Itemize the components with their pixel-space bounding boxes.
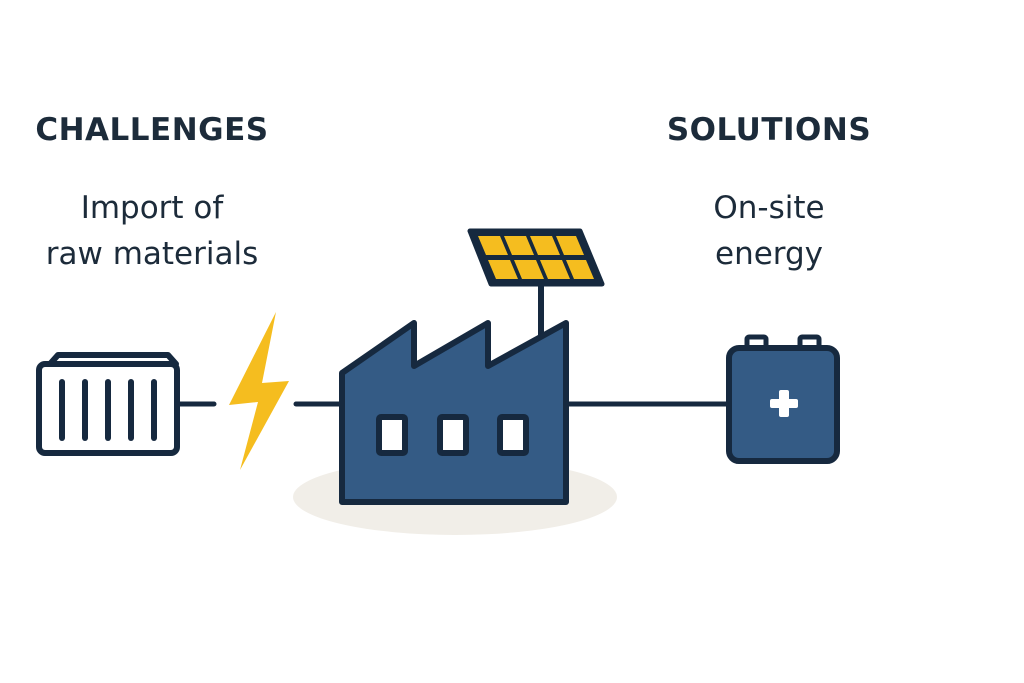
challenges-heading: CHALLENGES	[35, 112, 269, 148]
challenges-description: Import of raw materials	[46, 185, 259, 277]
factory-icon	[339, 320, 569, 505]
factory-window	[376, 414, 408, 456]
plus-icon	[770, 390, 798, 417]
challenges-description-line-1: Import of	[80, 190, 224, 226]
shipping-container-icon	[36, 352, 180, 456]
lightning-bolt-icon	[229, 312, 289, 470]
solutions-description: On-site energy	[713, 185, 824, 277]
battery-icon	[726, 334, 840, 464]
solutions-description-line-2: energy	[714, 236, 824, 272]
challenges-description-line-2: raw materials	[45, 236, 259, 272]
solutions-heading: SOLUTIONS	[666, 112, 872, 148]
solutions-description-line-1: On-site	[713, 190, 825, 226]
factory-window	[497, 414, 529, 456]
solar-panel-icon	[467, 228, 605, 287]
factory-window	[437, 414, 469, 456]
